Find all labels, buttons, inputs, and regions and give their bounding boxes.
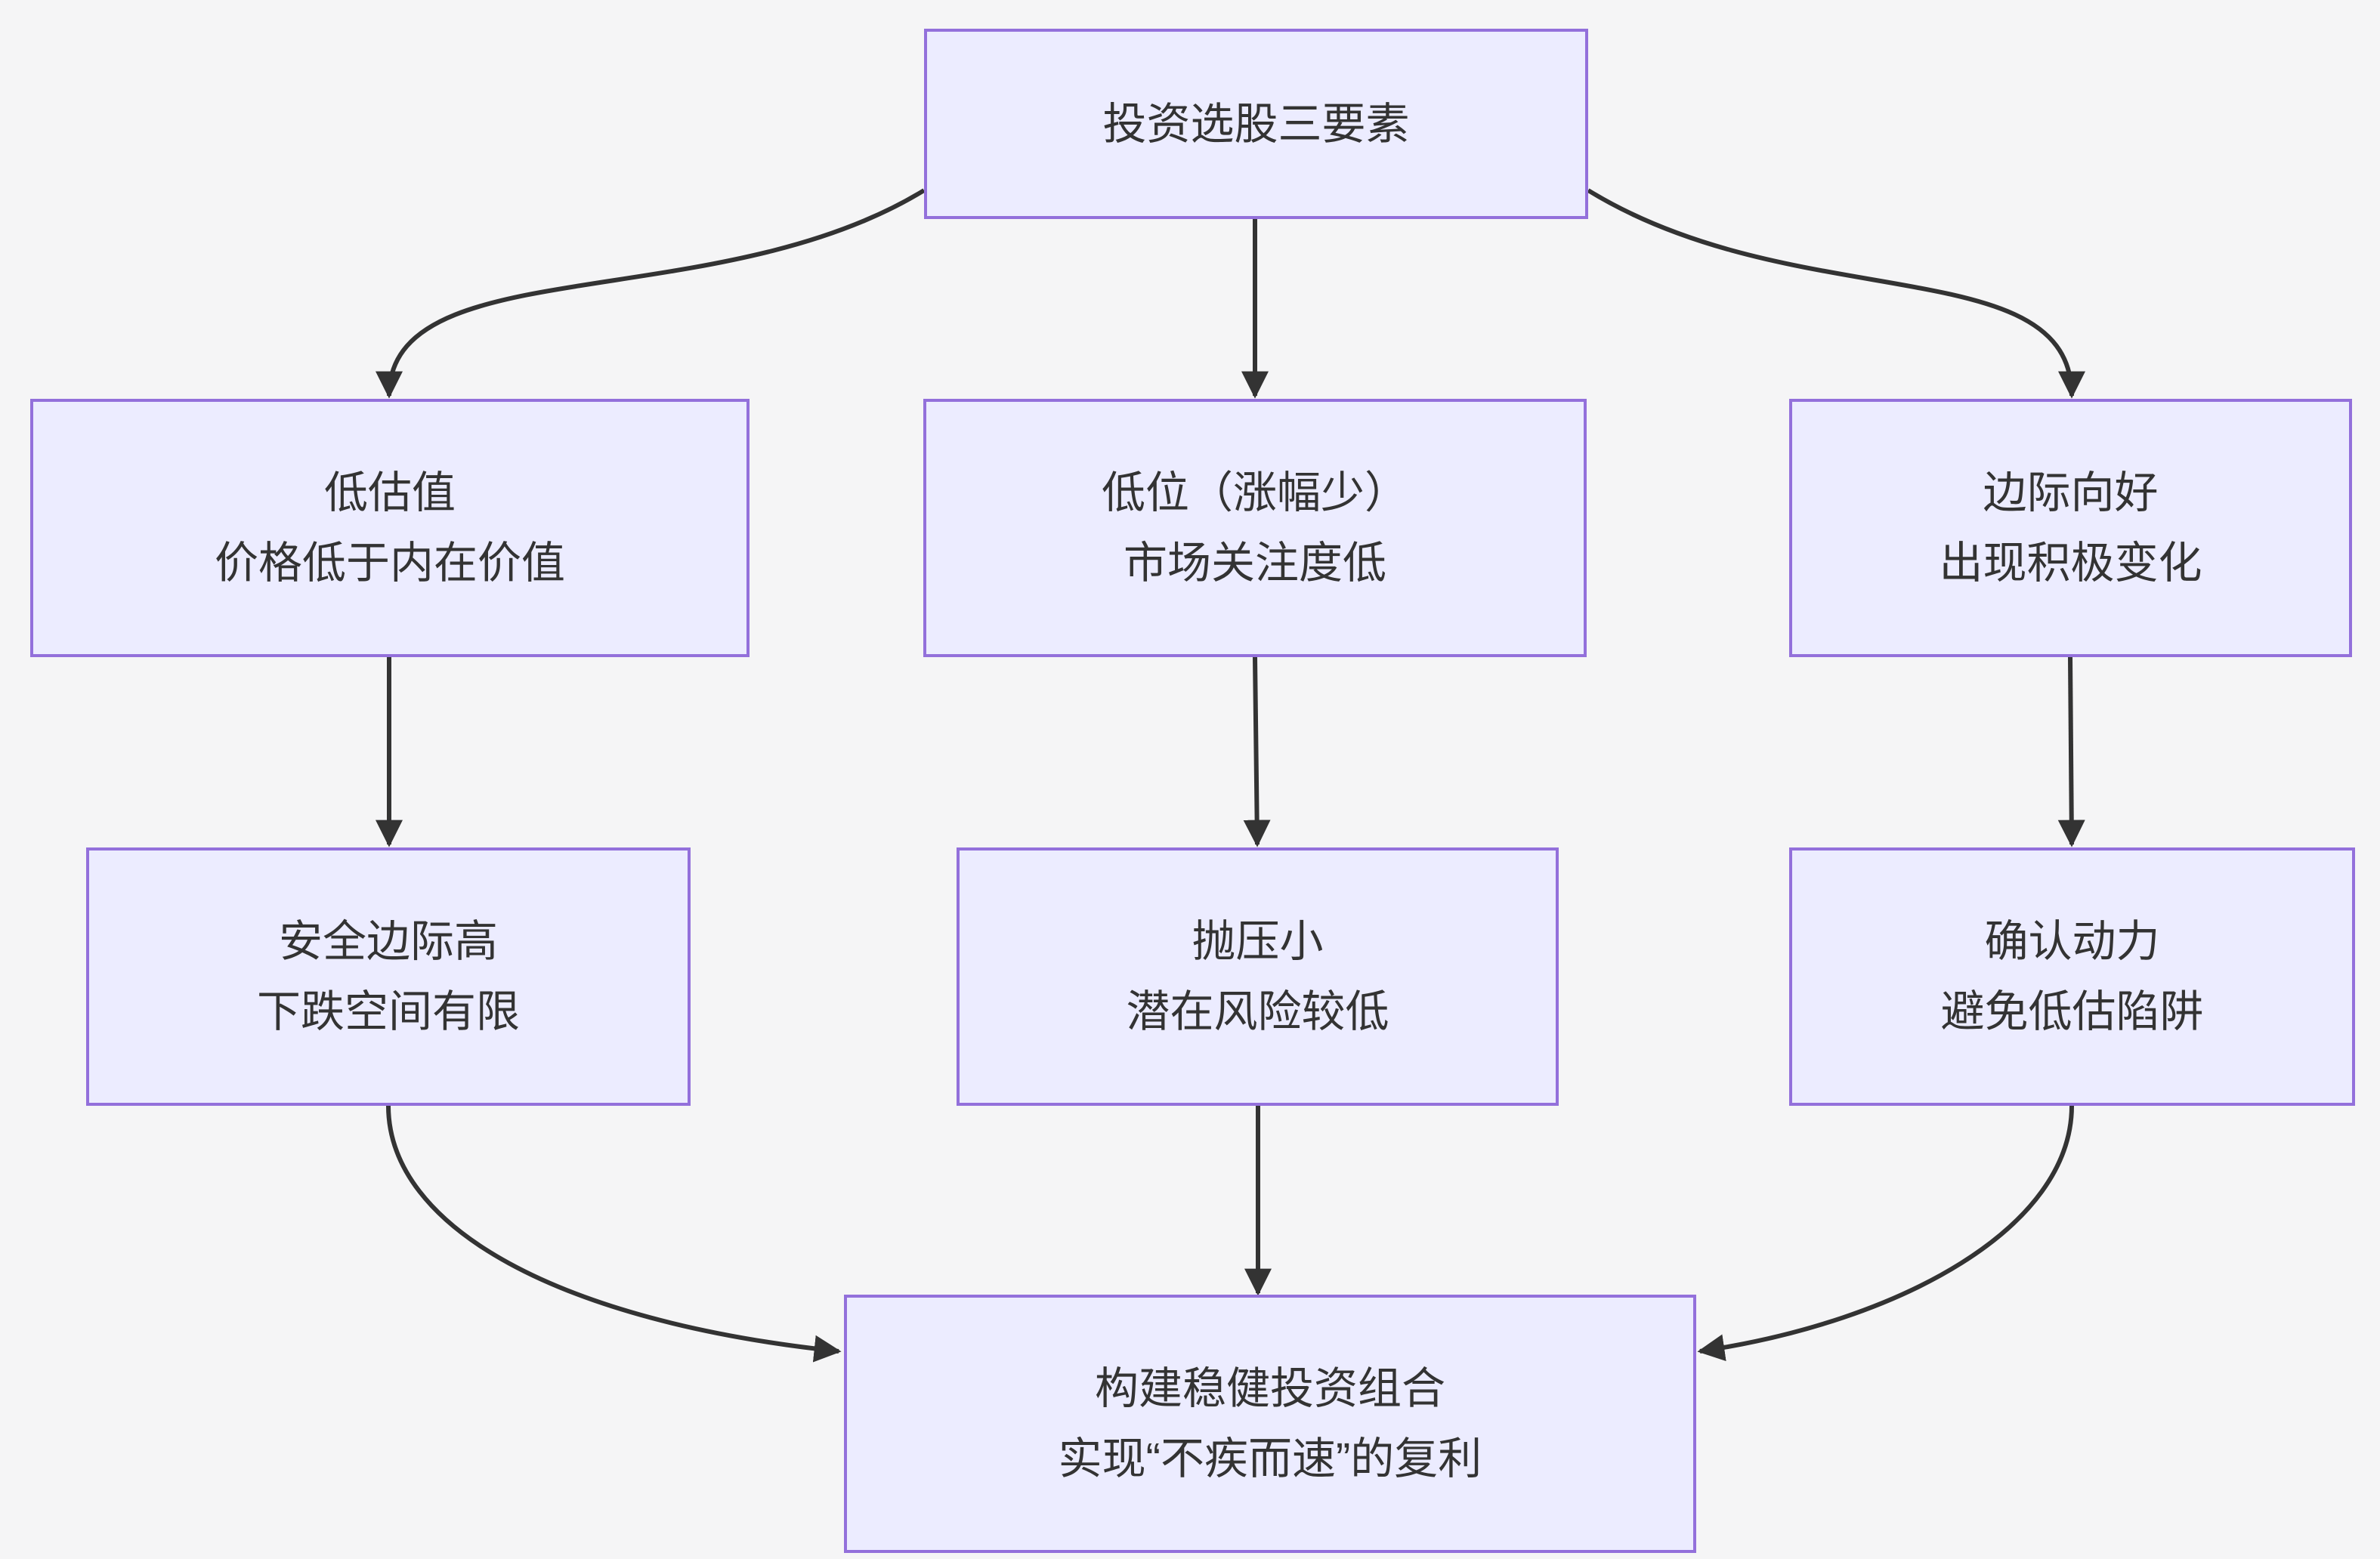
node-label-line: 低估值 [323,468,456,517]
node-label-line: 投资选股三要素 [1102,99,1410,149]
edge-marginal-improvement-to-confirm-momentum [2057,656,2085,847]
node-label-line: 确认动力 [1984,917,2160,966]
node-safety-margin: 安全边际高 下跌空间有限 [86,847,691,1106]
edge-low-position-to-low-selling-pressure [1243,656,1271,847]
edge-root-to-low-valuation [376,188,926,399]
edge-safety-margin-to-portfolio [386,1105,842,1363]
node-label-line: 构建稳健投资组合 [1094,1364,1445,1413]
node-label-line: 实现“不疾而速”的复利 [1058,1434,1482,1483]
node-label-line: 安全边际高 [278,917,498,966]
node-label-line: 出现积极变化 [1939,539,2202,588]
node-label-line: 避免低估陷阱 [1940,987,2204,1036]
node-low-selling-pressure: 抛压小 潜在风险较低 [957,847,1559,1106]
node-label-line: 市场关注度低 [1123,539,1386,588]
node-label-line: 潜在风险较低 [1126,987,1389,1036]
node-label-line: 价格低于内在价值 [214,539,565,588]
node-portfolio: 构建稳健投资组合 实现“不疾而速”的复利 [844,1295,1696,1553]
node-low-position: 低位（涨幅少） 市场关注度低 [923,399,1587,657]
edge-confirm-momentum-to-portfolio [1697,1105,2074,1362]
node-label-line: 低位（涨幅少） [1101,468,1408,517]
node-label-line: 下跌空间有限 [256,987,520,1036]
node-low-valuation: 低估值 价格低于内在价值 [30,399,750,657]
node-label-line: 抛压小 [1192,917,1324,966]
edge-root-to-marginal-improvement [1587,188,2085,399]
node-marginal-improvement: 边际向好 出现积极变化 [1789,399,2352,657]
node-label-line: 边际向好 [1983,468,2159,517]
node-root: 投资选股三要素 [924,29,1588,219]
node-confirm-momentum: 确认动力 避免低估陷阱 [1789,847,2355,1106]
